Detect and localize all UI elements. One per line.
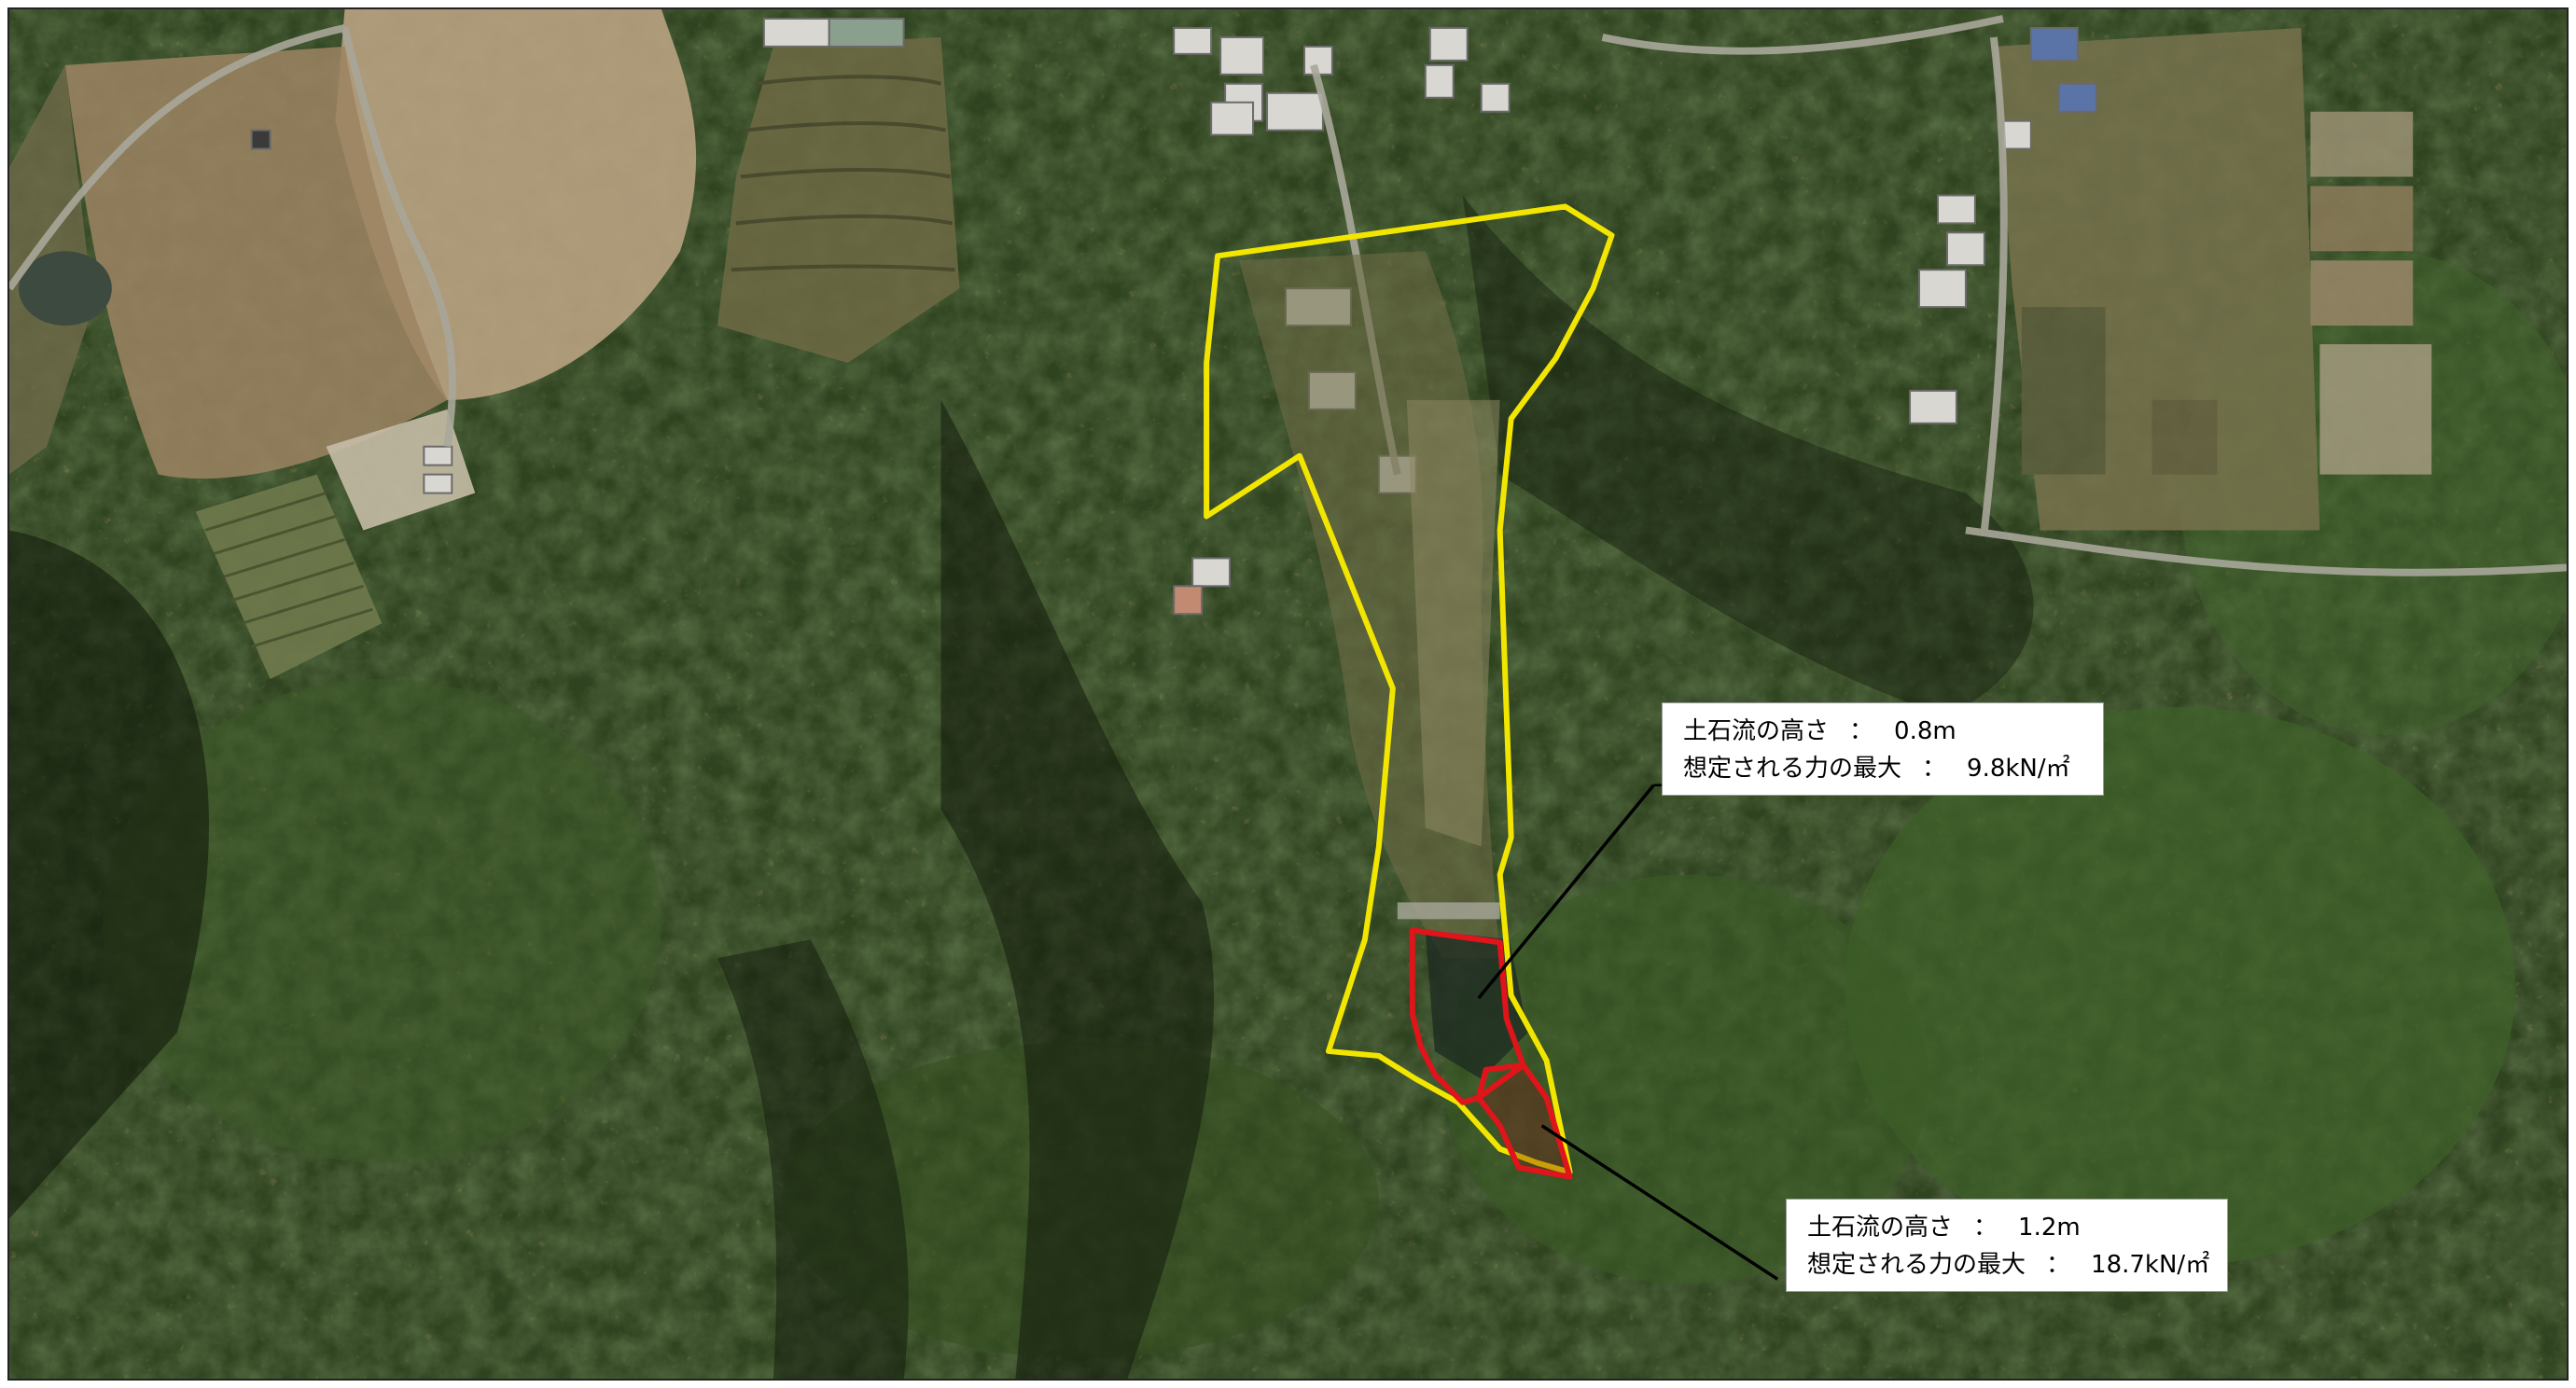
leader-line-lower [1540, 1124, 1779, 1281]
max-force-value: 18.7kN/㎡ [2091, 1251, 2210, 1279]
pond [18, 251, 112, 326]
separator: ： [1849, 717, 1874, 745]
annotation-lower-height-row: 土石流の高さ ： 1.2m [1807, 1209, 2207, 1246]
yellow-hazard-zone [1204, 203, 1615, 1175]
annotation-upper-height-row: 土石流の高さ ： 0.8m [1683, 713, 2082, 750]
debris-height-label: 土石流の高さ [1807, 1214, 1954, 1242]
cleared-hillside [335, 9, 697, 400]
debris-height-value: 0.8m [1894, 717, 1956, 745]
annotation-upper-force-row: 想定される力の最大 ： 9.8kN/㎡ [1683, 750, 2082, 787]
annotation-lower-force-row: 想定される力の最大 ： 18.7kN/㎡ [1807, 1246, 2210, 1284]
right-terraces [1993, 27, 2432, 531]
tea-field [195, 474, 383, 680]
max-force-label: 想定される力の最大 [1807, 1251, 2026, 1279]
max-force-label: 想定される力の最大 [1683, 755, 1902, 783]
roads [9, 15, 2567, 576]
debris-height-label: 土石流の高さ [1683, 717, 1830, 745]
separator: ： [2046, 1251, 2071, 1279]
aerial-map: 土石流の高さ ： 0.8m 想定される力の最大 ： 9.8kN/㎡ 土石流の高さ ： 1.2… [7, 7, 2569, 1381]
max-force-value: 9.8kN/㎡ [1967, 755, 2070, 783]
separator: ： [1973, 1214, 1998, 1242]
aerial-photo [9, 9, 2567, 1379]
leader-line-upper [1477, 784, 1655, 1000]
annotation-lower: 土石流の高さ ： 1.2m 想定される力の最大 ： 18.7kN/㎡ [1786, 1199, 2228, 1292]
check-dam [1397, 902, 1500, 920]
debris-height-value: 1.2m [2018, 1214, 2081, 1242]
annotation-upper: 土石流の高さ ： 0.8m 想定される力の最大 ： 9.8kN/㎡ [1662, 702, 2104, 796]
terraced-fields [717, 36, 960, 363]
separator: ： [1922, 755, 1947, 783]
red-hazard-zone-lower [1475, 1062, 1573, 1180]
